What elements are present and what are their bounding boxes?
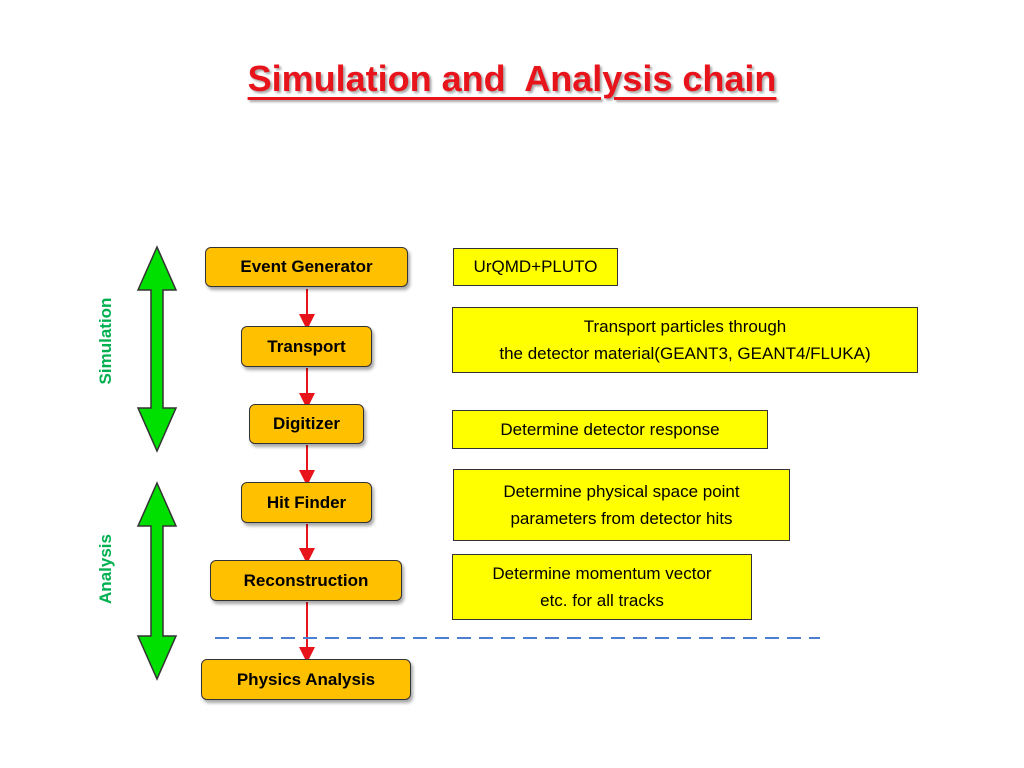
stage-event-generator: Event Generator — [205, 247, 408, 287]
stage-physics-analysis: Physics Analysis — [201, 659, 411, 700]
desc-event-generator: UrQMD+PLUTO — [453, 248, 618, 286]
simulation-range-arrow — [136, 245, 178, 453]
analysis-label: Analysis — [96, 534, 115, 604]
page-title: Simulation and Analysis chain — [247, 58, 777, 99]
stage-reconstruction: Reconstruction — [210, 560, 402, 601]
stage-transport: Transport — [241, 326, 372, 367]
desc-transport: Transport particles through the detector… — [452, 307, 918, 373]
stage-digitizer: Digitizer — [249, 404, 364, 444]
analysis-range-arrow — [136, 481, 178, 681]
desc-digitizer: Determine detector response — [452, 410, 768, 449]
simulation-label: Simulation — [96, 297, 115, 385]
desc-hit-finder: Determine physical space point parameter… — [453, 469, 790, 541]
desc-reconstruction: Determine momentum vector etc. for all t… — [452, 554, 752, 620]
stage-hit-finder: Hit Finder — [241, 482, 372, 523]
